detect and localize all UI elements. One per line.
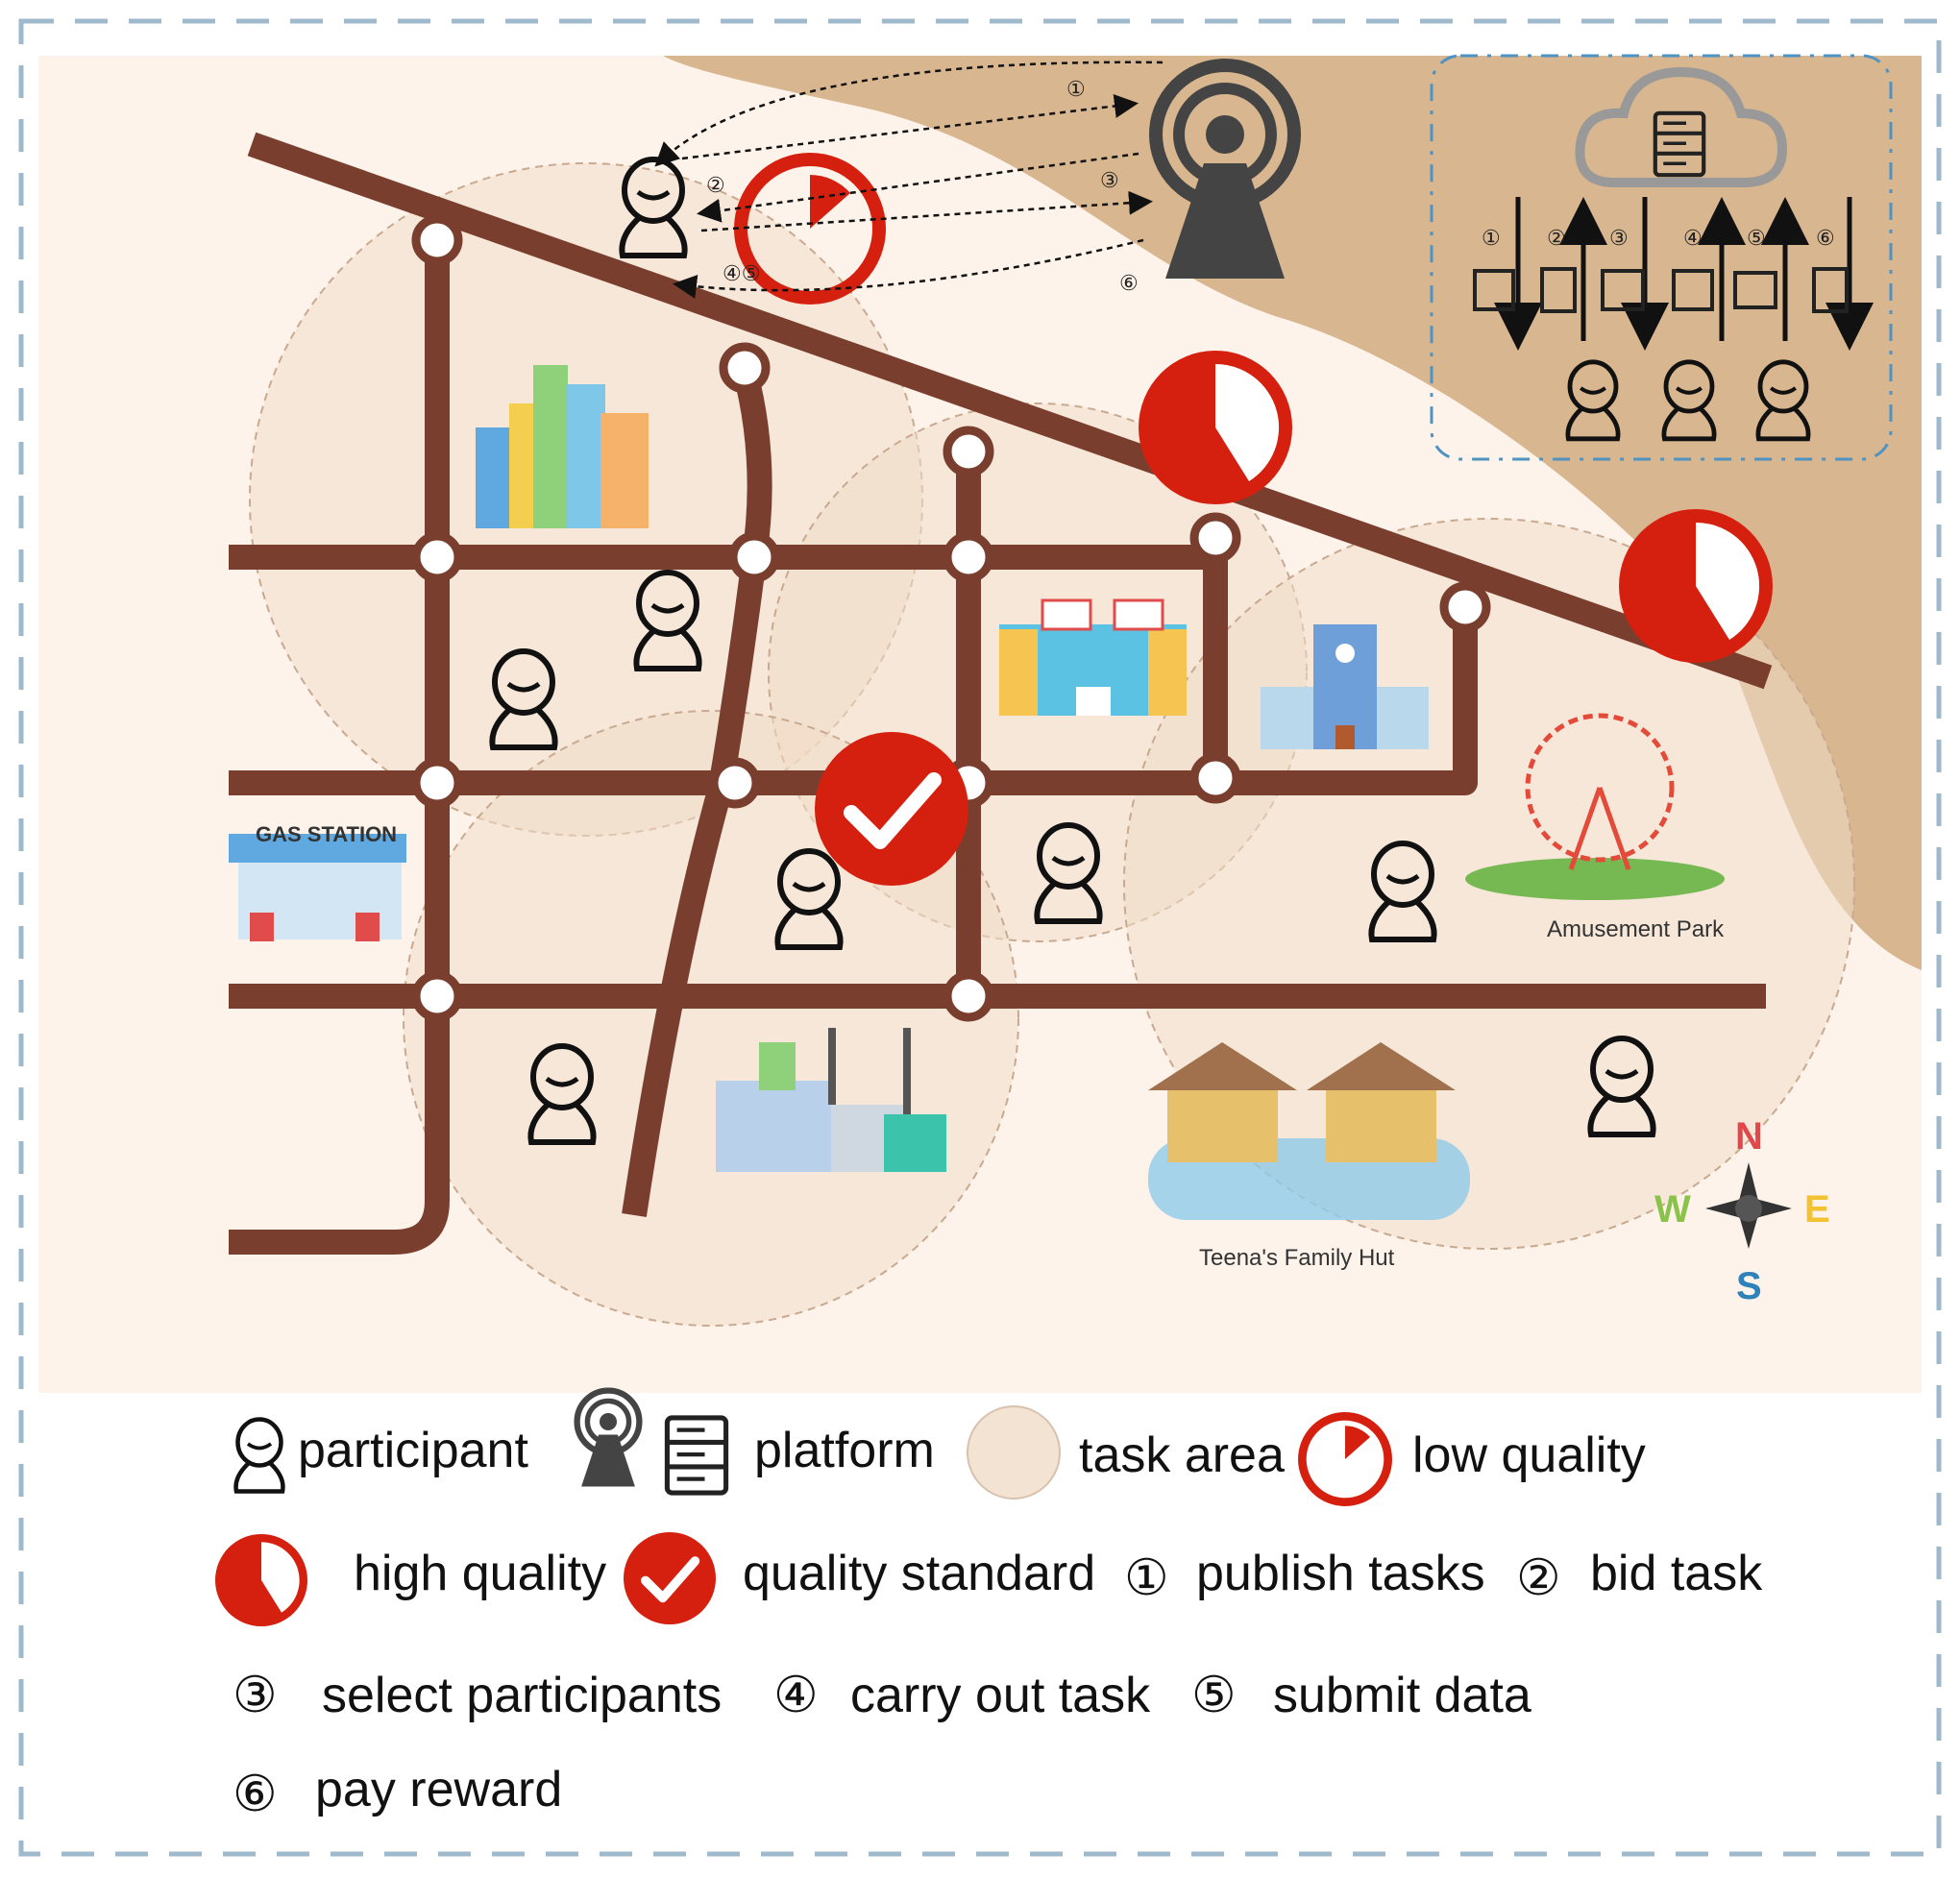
legend-step5-label: submit data (1273, 1668, 1531, 1723)
family-hut-icon (1148, 1042, 1470, 1220)
legend-step3-number: ③ (233, 1668, 278, 1723)
legend-step6-label: pay reward (315, 1762, 562, 1817)
legend-step4-label: carry out task (850, 1668, 1151, 1723)
inset-step-2: ② (1547, 226, 1566, 250)
legend-step4-number: ④ (773, 1668, 819, 1723)
legend: participant platform task area low quali… (215, 1391, 1763, 1822)
road-left-vertical (229, 240, 450, 1255)
legend-step5-number: ⑤ (1191, 1668, 1237, 1723)
inset-step-4: ④ (1683, 226, 1703, 250)
compass-north: N (1735, 1115, 1763, 1158)
legend-server-icon (667, 1418, 725, 1493)
flow-number-2: ② (706, 173, 725, 197)
legend-high-quality-icon (215, 1534, 307, 1626)
legend-participant-label: participant (298, 1423, 528, 1478)
checklist-icon (1601, 269, 1645, 311)
school-icon (1261, 624, 1429, 749)
compass-east: E (1804, 1188, 1830, 1231)
legend-tower-icon (577, 1391, 640, 1487)
legend-step3-label: select participants (322, 1668, 722, 1723)
flow-number-1: ① (1066, 77, 1086, 101)
flow-number-6: ⑥ (1119, 271, 1139, 295)
legend-task-area-icon (967, 1405, 1061, 1500)
schedule-icon (1672, 269, 1714, 311)
outer-frame (18, 18, 1942, 1857)
legend-step6-number: ⑥ (233, 1767, 278, 1822)
sand-region (663, 56, 1922, 970)
amusement-park-icon (1465, 713, 1725, 900)
inset-step-1: ① (1482, 226, 1501, 250)
flow-number-3: ③ (1100, 168, 1119, 192)
high-quality-icon (1619, 509, 1773, 663)
gas-station-label: GAS STATION (256, 822, 397, 846)
intersections (411, 214, 1491, 1022)
inset-step-3: ③ (1609, 226, 1629, 250)
factory-icon (716, 1028, 946, 1172)
legend-quality-standard-label: quality standard (743, 1546, 1095, 1601)
legend-low-quality-label: low quality (1412, 1427, 1646, 1483)
legend-platform-label: platform (754, 1423, 935, 1478)
road-diagonal (247, 132, 1773, 690)
image-data-icon (1733, 271, 1777, 309)
high-quality-icon (1139, 351, 1292, 504)
cloud-platform-inset: ① ② ③ ④ ⑤ ⑥ (1430, 54, 1893, 461)
compass-west: W (1654, 1188, 1691, 1231)
family-hut-label: Teena's Family Hut (1199, 1245, 1395, 1271)
quality-standard-icon (815, 732, 968, 886)
legend-step2-number: ② (1516, 1550, 1561, 1606)
legend-participant-icon (236, 1420, 283, 1492)
compass-south: S (1736, 1265, 1762, 1307)
legend-high-quality-label: high quality (354, 1546, 606, 1601)
task-list-icon (1473, 269, 1515, 311)
hospital-icon (999, 598, 1187, 716)
inset-step-6: ⑥ (1816, 226, 1835, 250)
flow-number-45: ④⑤ (723, 261, 760, 285)
legend-step2-label: bid task (1590, 1546, 1763, 1601)
gas-station-icon (229, 834, 406, 941)
roads (229, 132, 1773, 1255)
bid-document-icon (1540, 267, 1577, 313)
legend-task-area-label: task area (1079, 1427, 1285, 1483)
city-buildings-icon (476, 365, 649, 528)
compass-icon (1705, 1162, 1792, 1249)
legend-low-quality-icon (1302, 1416, 1387, 1501)
reward-note-icon (1812, 267, 1849, 313)
road-middle (229, 610, 1478, 795)
inset-step-5: ⑤ (1747, 226, 1766, 250)
legend-quality-standard-icon (624, 1532, 716, 1624)
flow-arrows (654, 61, 1164, 299)
legend-step1-label: publish tasks (1196, 1546, 1485, 1601)
amusement-park-label: Amusement Park (1547, 916, 1725, 942)
road-curve (622, 366, 772, 1217)
legend-step1-number: ① (1124, 1550, 1169, 1606)
